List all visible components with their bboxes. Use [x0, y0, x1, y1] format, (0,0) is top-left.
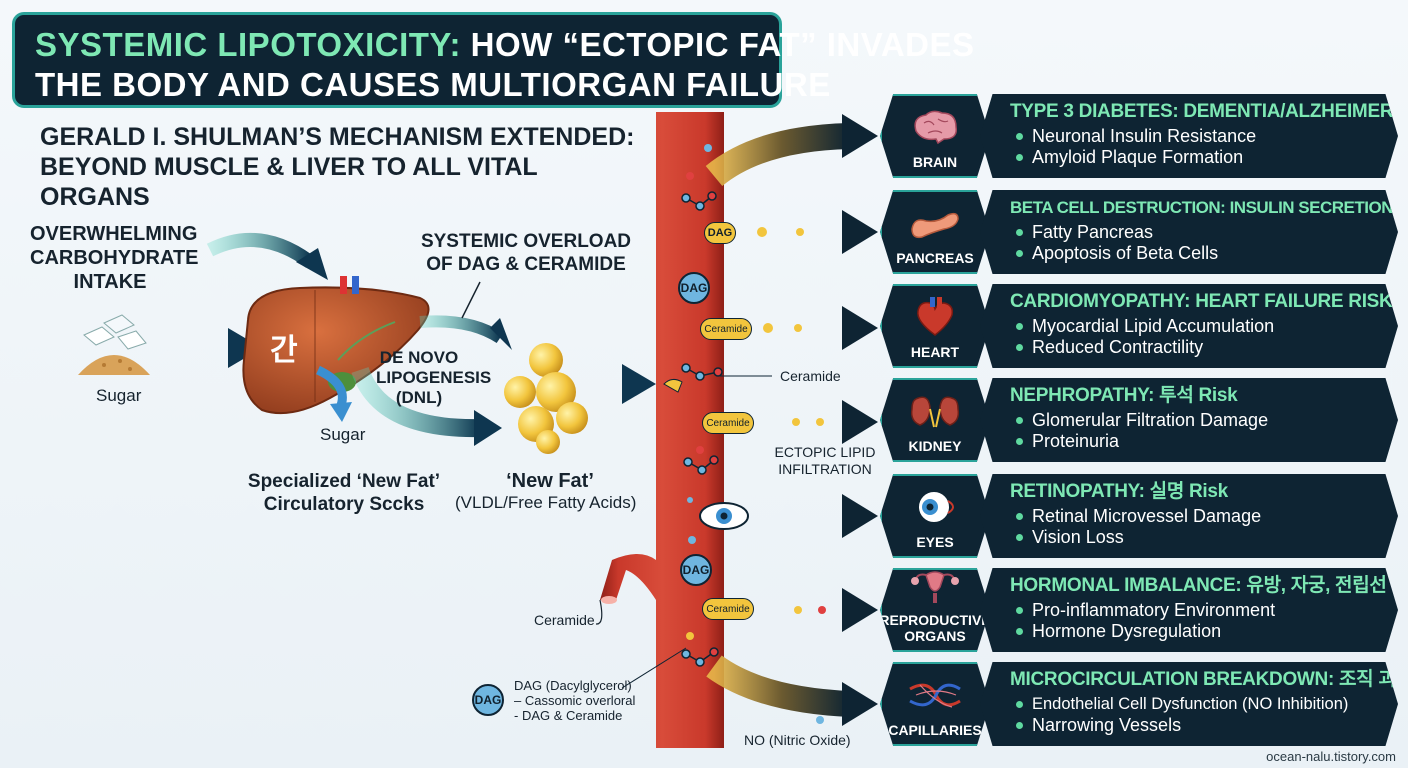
organ-risk-title: HORMONAL IMBALANCE: 유방, 자궁, 전립선 암 Risk: [1010, 575, 1408, 596]
dag-badge-2: DAG: [680, 554, 712, 586]
systemic-overload-label: SYSTEMIC OVERLOAD OF DAG & CERAMIDE: [420, 231, 632, 275]
title-line-1: SYSTEMIC LIPOTOXICITY: HOW “ECTOPIC FAT”…: [35, 26, 975, 63]
organ-name: PANCREAS: [896, 250, 974, 266]
organ-bullet: Retinal Microvessel Damage: [1016, 506, 1372, 527]
organ-bullet: Reduced Contractility: [1016, 337, 1372, 358]
ceramide-pill-1: Ceramide: [700, 318, 752, 340]
organ-name: BRAIN: [912, 154, 958, 170]
organ-badge-heart: HEART: [880, 284, 990, 368]
dag-badge-1: DAG: [678, 272, 710, 304]
footer-credit: ocean-nalu.tistory.com: [1266, 749, 1396, 764]
organ-bullet: Vision Loss: [1016, 527, 1372, 548]
organ-badge-kidney: KIDNEY: [880, 378, 990, 462]
organ-bullet: Amyloid Plaque Formation: [1016, 147, 1372, 168]
eye-in-vessel-icon: [699, 502, 749, 530]
ectopic-infiltration-label: ECTOPIC LIPID INFILTRATION: [774, 444, 876, 477]
organ-risk-title: BETA CELL DESTRUCTION: INSULIN SECRETION…: [1010, 198, 1402, 217]
organ-bullet: Pro-inflammatory Environment: [1016, 600, 1372, 621]
brain-icon: [908, 107, 962, 154]
new-fat-label: ‘New Fat’: [506, 470, 594, 492]
ceramide-pill-2: Ceramide: [702, 412, 754, 434]
organ-risk-title: RETINOPATHY: 실명 Risk: [1010, 481, 1228, 502]
organ-bullet-list: Endothelial Cell Dysfunction (NO Inhibit…: [1010, 694, 1372, 736]
organ-bullet: Myocardial Lipid Accumulation: [1016, 316, 1372, 337]
organ-info-brain: TYPE 3 DIABETES: DEMENTIA/ALZHEIMER’S RI…: [980, 94, 1398, 178]
pancreas-icon: [908, 203, 962, 250]
ceramide-low-label: Ceramide: [534, 612, 595, 628]
organ-info-pancreas: BETA CELL DESTRUCTION: INSULIN SECRETION…: [980, 190, 1398, 274]
reproductive-organs-icon: [908, 568, 962, 612]
organ-badge-eyes: EYES: [880, 474, 990, 558]
organ-bullet: Glomerular Filtration Damage: [1016, 410, 1372, 431]
lipid-droplets: [686, 144, 826, 724]
nitric-oxide-label: NO (Nitric Oxide): [744, 732, 851, 748]
capillaries-icon: [908, 675, 962, 722]
organ-name: KIDNEY: [908, 438, 962, 454]
organ-name: REPRODUCTIVE ORGANS: [879, 612, 991, 644]
organ-bullet: Endothelial Cell Dysfunction (NO Inhibit…: [1016, 694, 1372, 715]
dag-pill-1: DAG: [704, 222, 736, 244]
organ-risk-title: MICROCIRCULATION BREAKDOWN: 조직 괴사 Risk: [1010, 669, 1408, 690]
dag-legend-text: DAG (Dacylglycerol) – Cassomic overloral…: [514, 678, 636, 723]
title-banner: SYSTEMIC LIPOTOXICITY: HOW “ECTOPIC FAT”…: [12, 12, 975, 108]
liver-to-sacks-arrow: [351, 366, 481, 438]
title-line-2: THE BODY AND CAUSES MULTIORGAN FAILURE: [35, 66, 831, 103]
organ-bullet: Fatty Pancreas: [1016, 222, 1372, 243]
organ-info-heart: CARDIOMYOPATHY: HEART FAILURE RISK Myocar…: [980, 284, 1398, 368]
sugar-icon: [78, 314, 150, 375]
liver-icon: [242, 286, 430, 415]
organ-bullet: Apoptosis of Beta Cells: [1016, 243, 1372, 264]
organ-bullet: Neuronal Insulin Resistance: [1016, 126, 1372, 147]
intake-arrow: [206, 233, 315, 268]
organ-risk-title: NEPHROPATHY: 투석 Risk: [1010, 385, 1238, 406]
ceramide-pill-3: Ceramide: [702, 598, 754, 620]
blood-vessel: [600, 112, 724, 748]
new-fat-sub-label: (VLDL/Free Fatty Acids): [455, 493, 637, 512]
heart-icon: [908, 297, 962, 344]
kidney-icon: [908, 391, 962, 438]
ceramide-mid-label: Ceramide: [780, 368, 841, 384]
subtitle: GERALD I. SHULMAN’S MECHANISM EXTENDED: …: [40, 123, 635, 211]
liver-text: 간: [270, 333, 298, 368]
organ-bullet: Hormone Dysregulation: [1016, 621, 1372, 642]
organ-name: EYES: [916, 534, 954, 550]
organ-badge-reproductive-organs: REPRODUCTIVE ORGANS: [880, 568, 990, 652]
intake-label: OVERWHELMING CARBOHYDRATE INTAKE: [30, 223, 199, 293]
new-fat-cluster: [504, 343, 588, 454]
sugar-label: Sugar: [96, 386, 142, 405]
eye-icon: [908, 487, 962, 534]
circulatory-sacks-label: Specialized ‘New Fat’ Circulatory Sccks: [247, 471, 441, 515]
dnl-label: DE NOVO LIPOGENESIS (DNL): [376, 348, 492, 407]
organ-name: CAPILLARIES: [888, 722, 982, 738]
organ-badge-brain: BRAIN: [880, 94, 990, 178]
organ-risk-title: TYPE 3 DIABETES: DEMENTIA/ALZHEIMER’S RI…: [1010, 101, 1408, 122]
liver-to-fat-arrow: [419, 315, 504, 344]
organ-bullet: Proteinuria: [1016, 431, 1372, 452]
sugar-label-2: Sugar: [320, 425, 366, 444]
organ-badge-capillaries: CAPILLARIES: [880, 662, 990, 746]
organ-bullet: Narrowing Vessels: [1016, 715, 1372, 736]
organ-risk-title: CARDIOMYOPATHY: HEART FAILURE RISK: [1010, 291, 1393, 312]
molecule-icons: [621, 191, 772, 689]
organ-info-capillaries: MICROCIRCULATION BREAKDOWN: 조직 괴사 RiskEn…: [980, 662, 1398, 746]
organ-name: HEART: [910, 344, 960, 360]
organ-info-reproductive-organs: HORMONAL IMBALANCE: 유방, 자궁, 전립선 암 RiskPr…: [980, 568, 1398, 652]
dag-legend-badge: DAG: [472, 684, 504, 716]
organ-badge-pancreas: PANCREAS: [880, 190, 990, 274]
